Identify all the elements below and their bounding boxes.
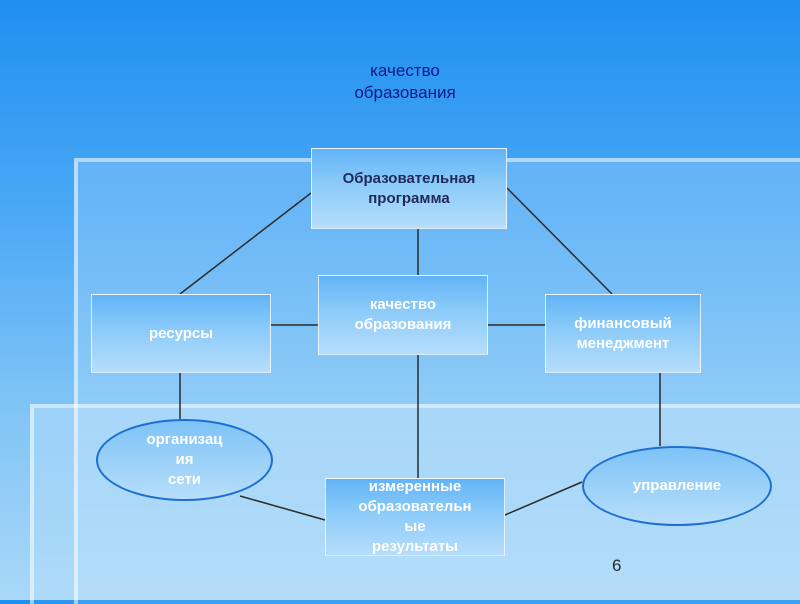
node-educational-program-label: Образовательная программа (342, 169, 476, 207)
node-resources: ресурсы (91, 294, 271, 373)
node-management: управление (582, 446, 772, 526)
node-educational-program: Образовательная программа (311, 148, 507, 229)
link-program-resources (179, 192, 312, 295)
node-financial-management-label: финансовый менеджмент (574, 314, 672, 352)
node-measured-results: измеренные образовательн ые результаты (325, 478, 505, 556)
node-education-quality-label: качество образования (354, 296, 452, 333)
node-financial-management: финансовый менеджмент (545, 294, 701, 373)
link-network-results (239, 495, 326, 521)
node-management-label: управление (632, 477, 722, 494)
node-network-organization-label: организац ия сети (146, 431, 223, 488)
node-resources-label: ресурсы (148, 324, 214, 342)
link-program-finance (506, 187, 613, 295)
slide-title: качество образования (354, 61, 456, 102)
node-network-organization: организац ия сети (96, 419, 273, 501)
node-education-quality: качество образования (318, 275, 488, 355)
node-measured-results-label: измеренные образовательн ые результаты (358, 478, 472, 555)
link-results-management (504, 481, 583, 516)
page-number: 6 (612, 556, 622, 575)
